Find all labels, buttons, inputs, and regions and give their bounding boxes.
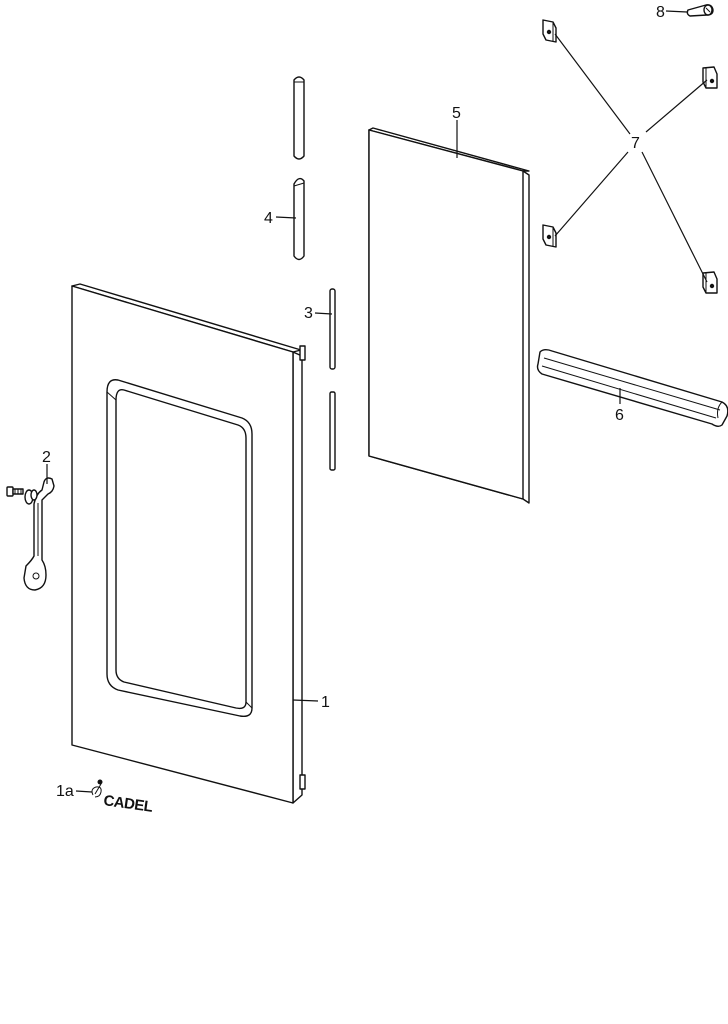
label-1: 1 — [321, 694, 330, 711]
label-8: 8 — [656, 4, 665, 21]
profile-rail — [536, 349, 728, 427]
label-8-leader — [665, 10, 688, 13]
label-6: 6 — [615, 407, 624, 424]
thin-rod-lower — [329, 391, 336, 471]
clip-middle-left — [542, 224, 557, 248]
label-5: 5 — [452, 105, 461, 122]
door-frame — [71, 283, 306, 804]
label-3: 3 — [304, 305, 313, 322]
label-7-leaders — [554, 33, 708, 283]
label-7: 7 — [631, 135, 640, 152]
small-screw — [686, 4, 714, 17]
label-4: 4 — [264, 210, 273, 227]
thick-rod-lower — [293, 177, 305, 261]
label-3-leader — [314, 312, 333, 315]
glass-panel — [368, 127, 530, 504]
logo-text: CADEL — [102, 792, 153, 816]
label-1a: 1a — [56, 783, 74, 800]
label-4-leader — [275, 216, 297, 219]
thick-rod-upper — [293, 76, 305, 160]
clip-bottom-right — [702, 271, 718, 294]
label-1-leader — [292, 699, 319, 702]
label-1a-leader — [75, 790, 93, 793]
clip-top-left — [542, 19, 557, 43]
hinge-screw — [6, 486, 38, 505]
thin-rod-upper — [329, 288, 336, 370]
hinge-bracket — [23, 477, 55, 591]
label-2: 2 — [42, 449, 51, 466]
clip-top-right — [702, 66, 718, 89]
logo-badge: CADEL — [91, 779, 154, 816]
